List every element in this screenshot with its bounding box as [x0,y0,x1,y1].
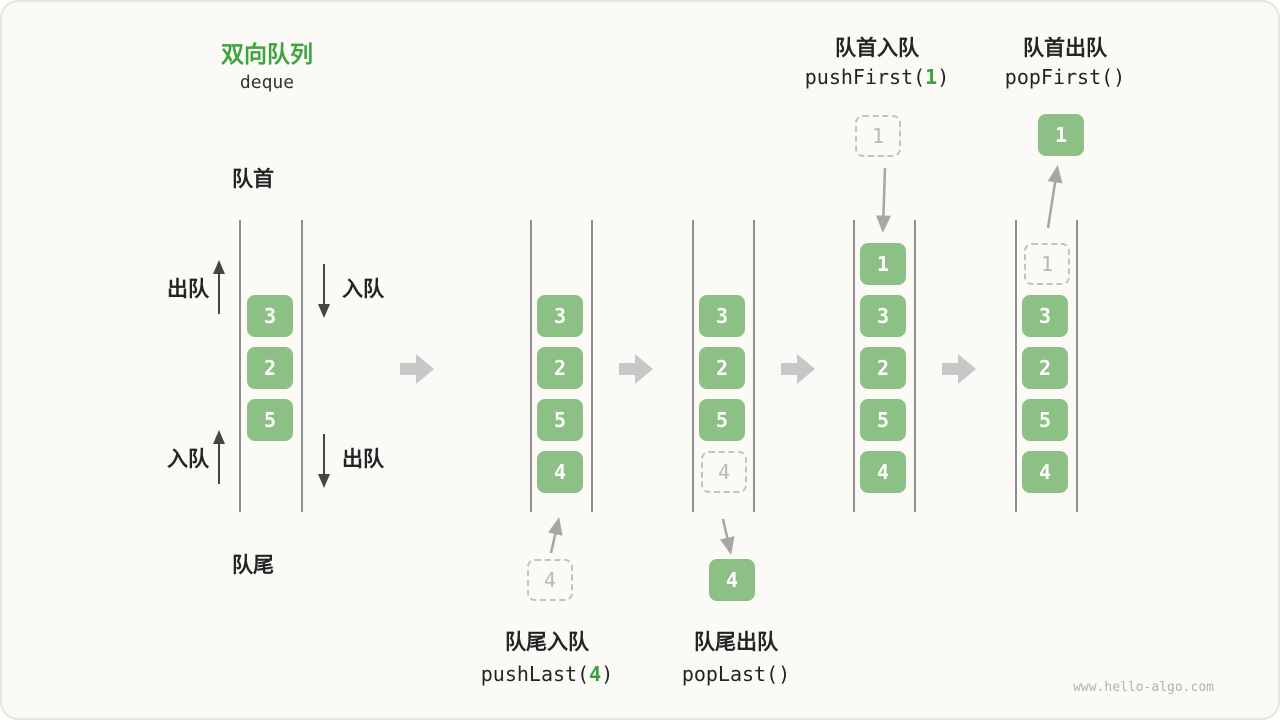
flow-arrow-icon [400,354,434,384]
pop-first-code: popFirst() [1004,65,1126,89]
queue-cell: 5 [699,399,745,441]
incoming-element: 4 [527,559,573,601]
queue-cell: 2 [1022,347,1068,389]
front-label: 队首 [232,167,274,191]
push-last-arrow [547,517,563,554]
code-pre: pushFirst( [804,65,926,89]
queue-cell: 2 [537,347,583,389]
enqueue-label: 入队 [342,277,384,301]
pop-last-label: 队尾出队 [694,630,778,654]
queue-wall [1076,220,1078,512]
diagram-title: 双向队列 [221,42,313,68]
code-post: ) [937,65,950,89]
queue-cell: 3 [1022,295,1068,337]
code-arg: 4 [589,662,602,686]
push-last-label: 队尾入队 [505,630,589,654]
queue-wall [530,220,532,512]
removed-slot: 1 [1024,243,1070,285]
queue-cell: 3 [537,295,583,337]
queue-wall [591,220,593,512]
queue-cell: 5 [860,399,906,441]
flow-arrow-icon [619,354,653,384]
queue-cell: 3 [860,295,906,337]
queue-wall [301,220,303,512]
removed-slot: 4 [701,451,747,493]
dequeue-label: 出队 [342,447,384,471]
code-arg: 1 [925,65,938,89]
flow-arrow-icon [942,354,976,384]
queue-wall [239,220,241,512]
diagram-subtitle: deque [239,72,295,93]
queue-cell: 3 [247,295,293,337]
incoming-element: 1 [855,115,901,157]
queue-wall [914,220,916,512]
push-first-arrow [875,167,891,233]
queue-wall [753,220,755,512]
push-first-label: 队首入队 [835,36,919,60]
push-last-code: pushLast(4) [481,662,613,686]
push-first-code: pushFirst(1) [805,65,950,89]
code-post: ) [601,662,614,686]
pop-first-arrow [1046,165,1063,229]
queue-cell: 2 [699,347,745,389]
code-pre: pushLast( [480,662,590,686]
outgoing-element: 4 [709,559,755,601]
enqueue-label: 入队 [167,447,209,471]
rear-label: 队尾 [232,553,274,577]
queue-cell: 2 [247,347,293,389]
queue-wall [1015,220,1017,512]
queue-cell: 5 [247,399,293,441]
watermark: www.hello-algo.com [1073,680,1214,695]
pop-first-label: 队首出队 [1023,36,1107,60]
queue-cell: 5 [537,399,583,441]
queue-cell: 3 [699,295,745,337]
pop-last-code: popLast() [681,662,791,686]
dequeue-label: 出队 [167,277,209,301]
queue-wall [853,220,855,512]
queue-cell: 2 [860,347,906,389]
pop-last-arrow [719,518,735,555]
queue-cell: 4 [860,451,906,493]
outgoing-element: 1 [1038,114,1084,156]
queue-cell: 1 [860,243,906,285]
queue-cell: 4 [1022,451,1068,493]
queue-wall [692,220,694,512]
queue-cell: 5 [1022,399,1068,441]
queue-cell: 4 [537,451,583,493]
flow-arrow-icon [781,354,815,384]
